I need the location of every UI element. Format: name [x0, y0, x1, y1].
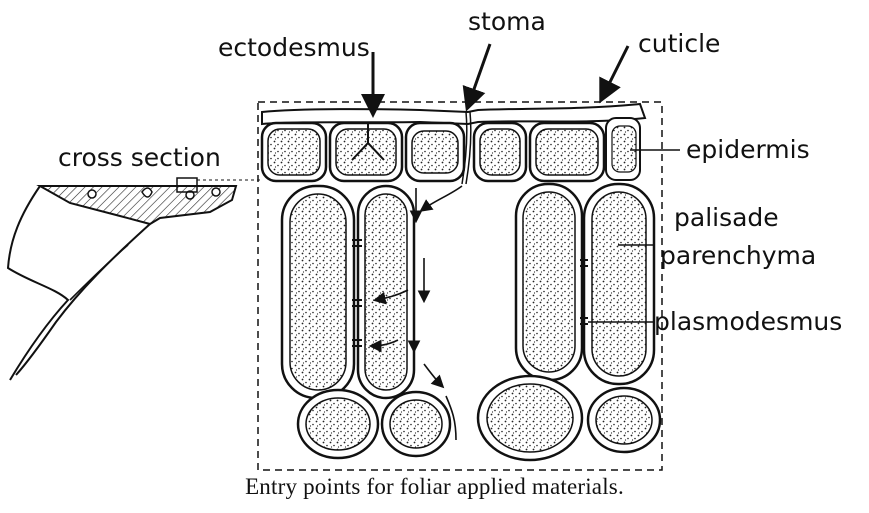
- label-cross-section: cross section: [58, 143, 221, 172]
- palisade-cells: [282, 184, 654, 398]
- label-palisade: palisade: [674, 203, 779, 232]
- leaf-vein: [16, 224, 150, 375]
- epidermis-cells: [262, 118, 640, 181]
- leaf-blade-section: [40, 186, 236, 224]
- stoma-arrow: [468, 44, 490, 106]
- cross-section-sketch: [8, 178, 262, 380]
- spongy-cells: [298, 376, 660, 460]
- figure-caption: Entry points for foliar applied material…: [0, 474, 869, 500]
- label-epidermis: epidermis: [686, 135, 810, 164]
- cuticle-layer: [262, 104, 645, 124]
- cuticle-arrow: [602, 46, 628, 98]
- leaf-outline: [8, 186, 68, 380]
- label-stoma: stoma: [468, 7, 546, 36]
- label-parenchyma: parenchyma: [660, 241, 816, 270]
- label-cuticle: cuticle: [638, 29, 720, 58]
- label-ectodesmus: ectodesmus: [218, 33, 370, 62]
- label-plasmodesmus: plasmodesmus: [654, 307, 842, 336]
